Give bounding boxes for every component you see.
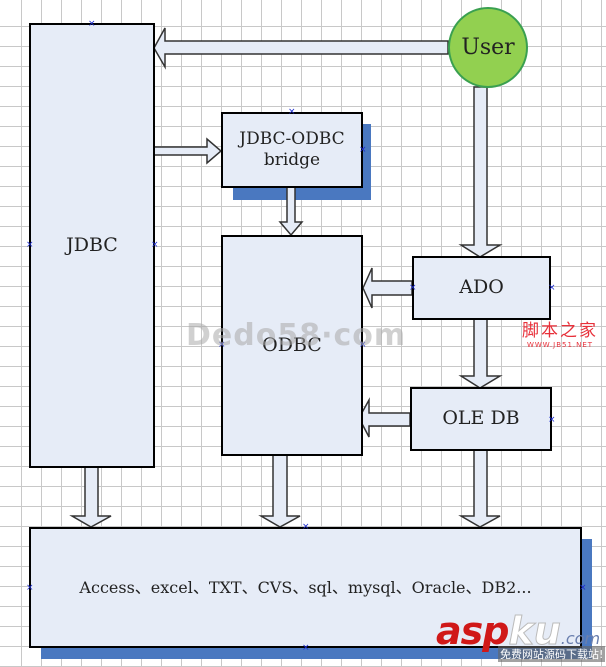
arrow-user-to-ado bbox=[458, 86, 503, 258]
data-sources-node[interactable]: Access、excel、TXT、CVS、sql、mysql、Oracle、DB… bbox=[29, 527, 582, 648]
arrow-ado-to-oledb bbox=[458, 317, 503, 389]
ado-label: ADO bbox=[459, 276, 504, 299]
connection-handle-icon: × bbox=[288, 107, 296, 117]
ole-db-node[interactable]: OLE DB bbox=[410, 387, 552, 451]
odbc-node[interactable]: ODBC bbox=[221, 235, 363, 456]
connection-handle-icon: × bbox=[218, 340, 226, 350]
connection-handle-icon: × bbox=[302, 643, 310, 653]
watermark-aspku: aspku.com 免费网站源码下载站! bbox=[436, 609, 606, 662]
arrow-user-to-jdbc bbox=[153, 27, 449, 70]
jdbc-odbc-bridge-label: JDBC-ODBC bridge bbox=[239, 128, 345, 170]
connection-handle-icon: × bbox=[26, 583, 34, 593]
connection-handle-icon: × bbox=[579, 583, 587, 593]
connection-handle-icon: × bbox=[359, 340, 367, 350]
watermark-aspku-sub: 免费网站源码下载站! bbox=[498, 646, 606, 662]
connection-handle-icon: × bbox=[88, 19, 96, 29]
arrow-oledb-to-data bbox=[458, 448, 501, 528]
ado-node[interactable]: ADO bbox=[412, 256, 551, 320]
jdbc-node[interactable]: JDBC bbox=[29, 23, 155, 468]
arrow-oledb-to-odbc bbox=[358, 397, 411, 438]
user-node[interactable]: User bbox=[448, 7, 528, 88]
connection-handle-icon: × bbox=[409, 283, 417, 293]
watermark-jb51-cn: 脚本之家 bbox=[522, 321, 598, 341]
arrow-bridge-to-odbc bbox=[278, 186, 304, 237]
connection-handle-icon: × bbox=[26, 240, 34, 250]
watermark-jb51-url: WWW.JB51.NET bbox=[526, 341, 594, 349]
watermark-dedo58: Dedo58·com bbox=[186, 318, 407, 353]
connection-handle-icon: × bbox=[359, 145, 367, 155]
jdbc-odbc-bridge-node[interactable]: JDBC-ODBC bridge bbox=[221, 112, 363, 188]
watermark-aspku-asp: asp bbox=[436, 609, 509, 653]
connection-handle-icon: × bbox=[302, 522, 310, 532]
data-sources-label: Access、excel、TXT、CVS、sql、mysql、Oracle、DB… bbox=[79, 577, 532, 597]
user-label: User bbox=[461, 35, 515, 60]
watermark-aspku-com: .com bbox=[560, 629, 601, 648]
connection-handle-icon: × bbox=[548, 415, 556, 425]
watermark-jb51: 脚本之家 WWW.JB51.NET bbox=[522, 316, 598, 349]
ole-db-label: OLE DB bbox=[442, 407, 520, 430]
connection-handle-icon: × bbox=[151, 240, 159, 250]
arrow-odbc-to-data bbox=[258, 454, 301, 528]
arrow-jdbc-to-bridge bbox=[153, 137, 223, 165]
jdbc-label: JDBC bbox=[66, 233, 118, 256]
connection-handle-icon: × bbox=[548, 283, 556, 293]
arrow-jdbc-to-data bbox=[69, 465, 112, 528]
arrow-ado-to-odbc bbox=[362, 267, 413, 309]
odbc-label: ODBC bbox=[262, 333, 322, 356]
